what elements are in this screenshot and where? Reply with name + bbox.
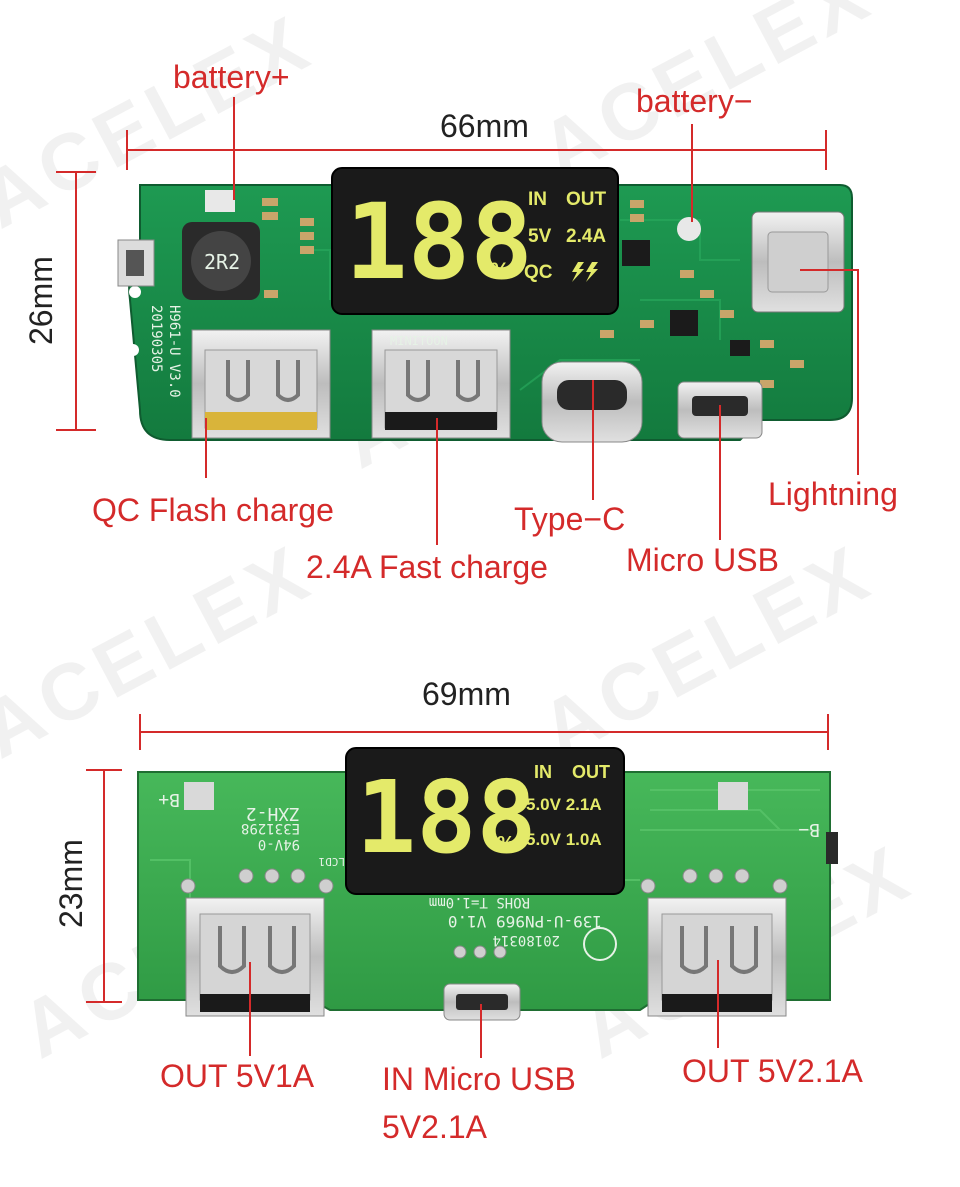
bottom-micro-usb-opening xyxy=(456,994,508,1010)
usb-spring xyxy=(268,926,296,974)
b-minus-silkscreen: B− xyxy=(798,819,820,840)
usb-spring xyxy=(456,360,480,402)
bottom-lcd-out-label: OUT xyxy=(572,762,610,782)
top-lcd-panel xyxy=(331,167,619,315)
bottom-height-label: 23mm xyxy=(53,839,89,928)
top-lcd-voltage: 5V xyxy=(528,226,552,247)
smd-components xyxy=(262,198,804,388)
usb-spring xyxy=(730,926,758,974)
top-board: 2R2 H961-U V3.0 20190305 xyxy=(117,167,853,443)
rohs-silkscreen: ROHS T=1.0mm xyxy=(429,894,530,910)
lcd-silkscreen: LCD1 xyxy=(319,855,346,868)
bottom-callouts: OUT 5V1A IN Micro USB 5V2.1A OUT 5V2.1A xyxy=(160,960,863,1145)
usb-spring xyxy=(226,360,250,402)
usb-a-qc-tongue xyxy=(205,412,317,430)
battery-minus-pad xyxy=(677,217,701,241)
rating-silkscreen: 94V-0 xyxy=(258,836,300,852)
ic-chip xyxy=(730,340,750,356)
mount-hole xyxy=(127,344,139,356)
battery-minus-label: battery− xyxy=(636,83,753,119)
top-width-dimension: 66mm xyxy=(126,108,827,170)
top-lcd-digits: 188 xyxy=(345,181,533,303)
in-micro-usb-rating: 5V2.1A xyxy=(382,1109,488,1145)
pcb-traces xyxy=(300,219,740,391)
solder-pads xyxy=(180,868,788,959)
top-date-silkscreen: 20190305 xyxy=(148,305,164,372)
top-callouts: battery+ battery− QC Flash charge 2.4A F… xyxy=(92,59,898,585)
date-silkscreen: 20180314 xyxy=(493,932,560,948)
bottom-lcd-digits: 188 xyxy=(356,759,537,876)
bottom-height-dimension: 23mm xyxy=(53,769,122,1003)
bottom-lcd-in-label: IN xyxy=(534,762,552,782)
top-lcd-percent: % xyxy=(490,258,510,283)
bottom-lcd-display: 188 % IN OUT 5.0V 2.1A 5.0V 1.0A xyxy=(345,747,625,895)
type-c-label: Type−C xyxy=(514,501,625,537)
usb-a-fast-tongue xyxy=(385,412,497,430)
top-model-silkscreen: H961-U V3.0 xyxy=(166,305,182,398)
bottom-lcd-in-value: 5.0V 2.1A xyxy=(526,795,602,814)
bottom-lcd-percent: % xyxy=(497,833,515,855)
top-lcd-out-label: OUT xyxy=(566,189,607,210)
usb-spring xyxy=(276,360,300,402)
usb-a-5v1a-tongue xyxy=(200,994,310,1012)
top-lcd-display: 188 % IN OUT 5V 2.4A QC xyxy=(331,167,619,315)
bottom-width-label: 69mm xyxy=(422,676,511,712)
switch-knob xyxy=(126,250,144,276)
battery-plus-label: battery+ xyxy=(173,59,290,95)
bottom-lcd-panel xyxy=(345,747,625,895)
usb-spring xyxy=(218,926,246,974)
ic-chip xyxy=(622,240,650,266)
b-plus-silkscreen: B+ xyxy=(158,789,180,810)
manufacturer-logo xyxy=(583,927,617,961)
fast-charge-label: 2.4A Fast charge xyxy=(306,549,548,585)
watermark-text: ACELEX xyxy=(0,527,326,775)
lightning-label: Lightning xyxy=(768,476,898,512)
top-height-label: 26mm xyxy=(23,256,59,345)
inductor-core xyxy=(191,231,251,291)
ic-chip xyxy=(670,310,698,336)
bottom-width-dimension: 69mm xyxy=(139,676,829,750)
cert-silkscreen: E331298 xyxy=(241,820,300,836)
model-silkscreen: 139-U-PN969 V1.0 xyxy=(448,912,602,931)
bottom-lcd-out-value: 5.0V 1.0A xyxy=(526,830,602,849)
lightning-port-opening xyxy=(767,231,829,293)
top-lcd-qc-label: QC xyxy=(524,262,553,283)
qc-flash-charge-label: QC Flash charge xyxy=(92,492,334,528)
connector-marking: MINITOON xyxy=(390,334,448,348)
b-minus-pad xyxy=(718,782,748,810)
bottom-board: B+ B− ZXH-2 E331298 94V-0 LCD1 139-U-PN9… xyxy=(137,747,838,1021)
in-micro-usb-label: IN Micro USB xyxy=(382,1061,576,1097)
usb-spring xyxy=(406,360,430,402)
out-5v1a-label: OUT 5V1A xyxy=(160,1058,315,1094)
top-lcd-current: 2.4A xyxy=(566,226,606,247)
inductor-marking: 2R2 xyxy=(204,250,240,274)
battery-plus-pad xyxy=(205,190,235,212)
top-height-dimension: 26mm xyxy=(23,171,96,431)
top-lcd-in-label: IN xyxy=(528,189,547,210)
double-lightning-bolt-icon xyxy=(572,262,598,282)
mount-hole xyxy=(129,286,141,298)
lightning-leader xyxy=(800,269,859,475)
usb-spring xyxy=(680,926,708,974)
top-width-label: 66mm xyxy=(440,108,529,144)
micro-usb-label: Micro USB xyxy=(626,542,779,578)
side-button xyxy=(826,832,838,864)
out-5v2-1a-label: OUT 5V2.1A xyxy=(682,1053,863,1089)
b-plus-pad xyxy=(184,782,214,810)
zxh-silkscreen: ZXH-2 xyxy=(246,803,300,824)
